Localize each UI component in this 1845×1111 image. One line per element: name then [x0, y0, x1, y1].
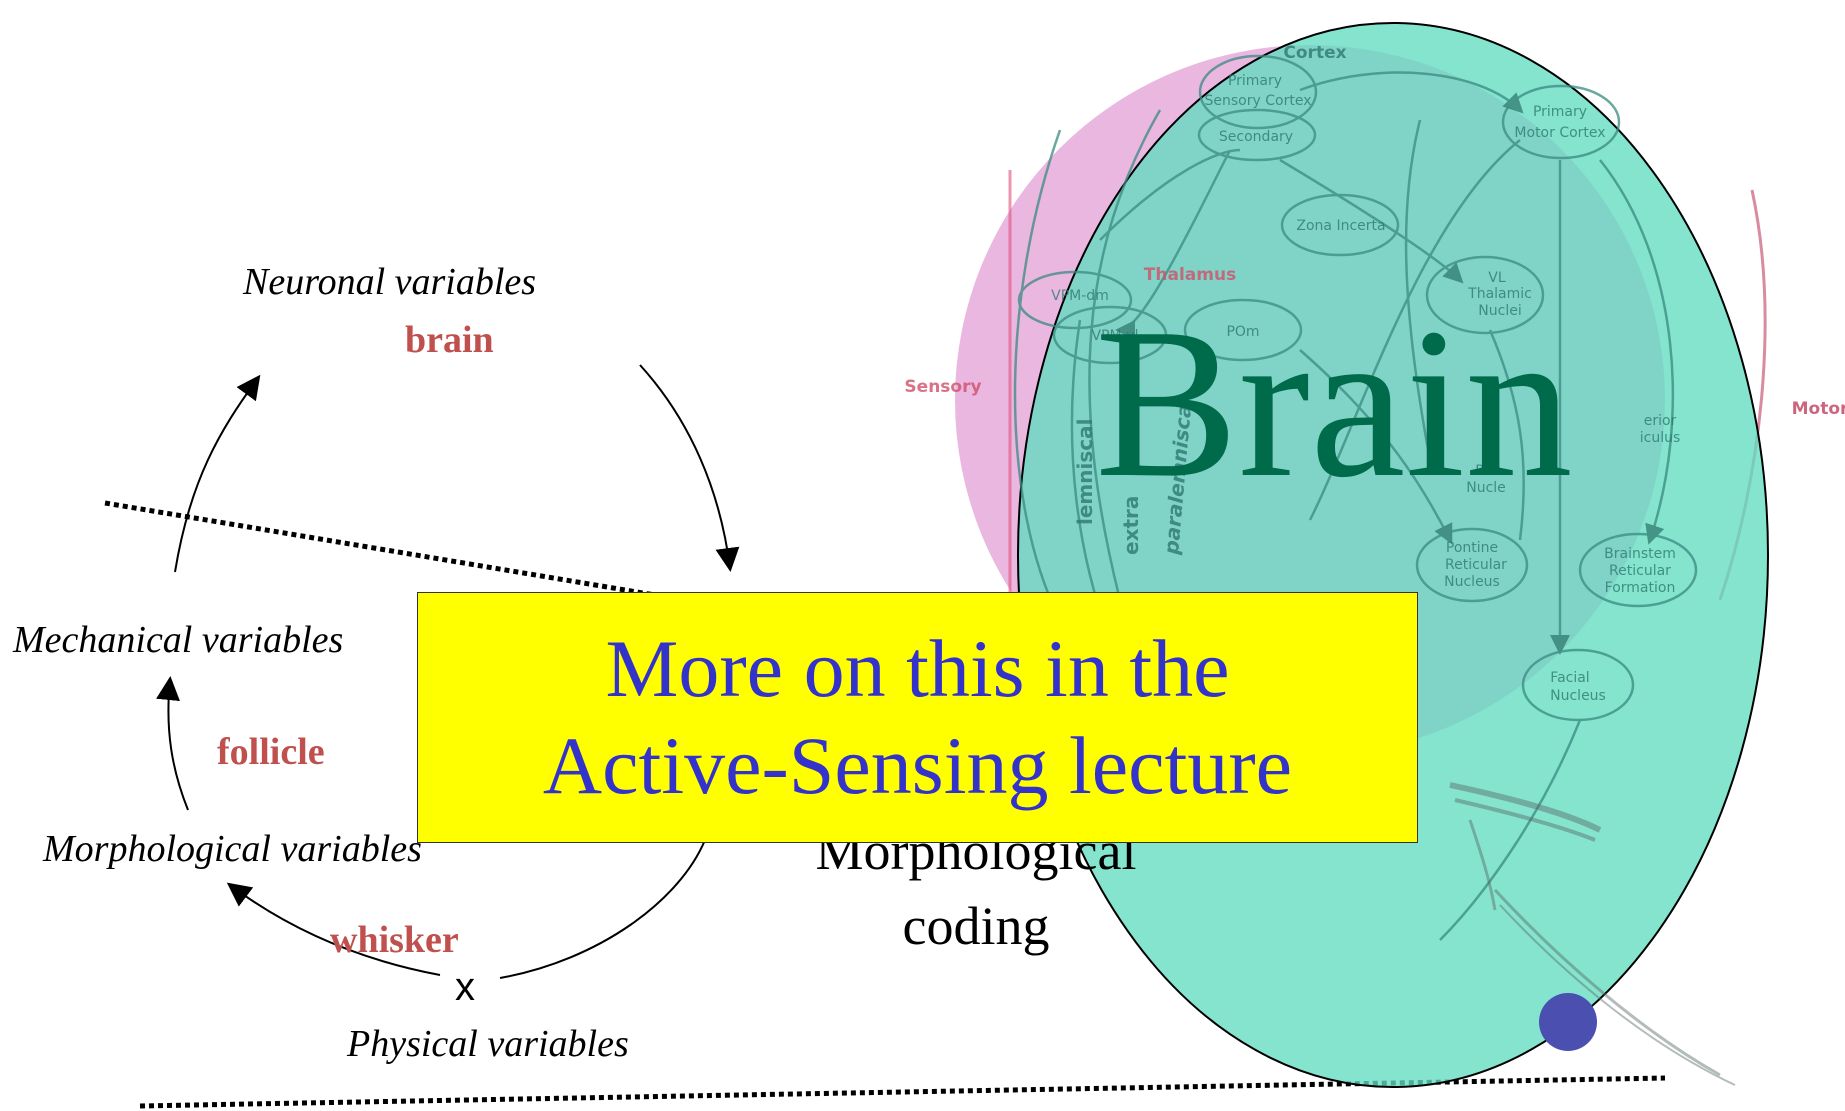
brain-title: Brain: [1095, 283, 1573, 522]
whisker-label: whisker: [330, 919, 459, 961]
node-secondary: [1197, 108, 1317, 162]
brain-label: brain: [405, 319, 494, 361]
node-primary-sensory: [1198, 54, 1318, 130]
label-vl-1: VL: [1488, 270, 1506, 286]
label-brainstem-1: Brainstem: [1604, 546, 1676, 562]
follicle-label: follicle: [217, 731, 325, 773]
whisker-sketch: [1449, 782, 1736, 1086]
node-pom: [1183, 298, 1303, 362]
node-zona-incerta: [1280, 193, 1400, 257]
label-secondary: Secondary: [1219, 129, 1293, 145]
diagram-sensory-label: Sensory: [904, 377, 981, 397]
label-brainstem-2: Reticular: [1609, 563, 1671, 579]
label-primary-motor-1: Primary: [1533, 104, 1587, 120]
neuronal-variables-label: Neuronal variables: [243, 261, 537, 303]
label-primary-sensory-2: Sensory Cortex: [1205, 93, 1312, 109]
label-superior-colliculus-2: iculus: [1640, 430, 1681, 446]
mechanical-variables-label: Mechanical variables: [13, 619, 344, 661]
label-facial-2: Nucleus: [1550, 688, 1606, 704]
arrow-physical-to-morphological: [226, 882, 441, 976]
node-pontine: [1415, 527, 1529, 603]
banner-line1: More on this in the: [605, 622, 1230, 714]
label-facial-1: Facial: [1550, 670, 1589, 686]
brain-circuit-labels: Cortex Sensory Motor Thalamus Primary Se…: [904, 43, 1845, 704]
arrow-morphological-to-mechanical: [156, 676, 189, 811]
lemniscal-label: lemniscal: [1073, 419, 1097, 525]
extralemniscal-label: extra: [1119, 496, 1143, 555]
node-brainstem: [1578, 532, 1698, 608]
morphological-coding-line2: coding: [902, 896, 1050, 956]
label-red-nucleus-1: Rec: [1475, 463, 1500, 479]
physical-variables-label: Physical variables: [347, 1023, 629, 1065]
active-sensing-banner: More on this in the Active-Sensing lectu…: [417, 592, 1418, 843]
x-mark: x: [455, 965, 475, 1009]
node-facial: [1521, 648, 1635, 722]
label-primary-sensory-1: Primary: [1228, 73, 1282, 89]
label-vpm-dm: VPM-dm: [1051, 288, 1109, 304]
label-pontine-1: Pontine: [1446, 540, 1498, 556]
label-pontine-3: Nucleus: [1444, 574, 1500, 590]
node-primary-motor: [1501, 84, 1621, 160]
diagram-motor-label: Motor: [1792, 399, 1845, 419]
label-vl-3: Nuclei: [1478, 303, 1521, 319]
label-superior-colliculus-1: erior: [1644, 413, 1677, 429]
banner-line2: Active-Sensing lecture: [542, 719, 1293, 811]
diagram-thalamus-label: Thalamus: [1144, 265, 1236, 285]
label-vl-2: Thalamic: [1467, 286, 1532, 302]
node-vl-thalamic: [1425, 255, 1545, 335]
label-red-nucleus-2: Nucle: [1466, 480, 1506, 496]
arrow-mechanical-to-neuronal: [174, 374, 261, 573]
morphological-variables-label: Morphological variables: [43, 828, 422, 870]
label-pom: POm: [1226, 324, 1259, 340]
brain-circuit-diagram: [1013, 54, 1698, 941]
label-pontine-2: Reticular: [1445, 557, 1507, 573]
upper-dotted-line: [104, 500, 656, 598]
node-vpm-dm: [1017, 270, 1133, 330]
blue-dot: [1539, 993, 1597, 1051]
label-vpm-vl: VPM-vl: [1092, 328, 1139, 344]
arrow-brain-to-right: [639, 364, 740, 572]
label-brainstem-3: Formation: [1605, 580, 1676, 596]
arc-lower-right: [499, 839, 706, 979]
node-vpm-vl: [1052, 305, 1168, 365]
label-zona-incerta: Zona Incerta: [1296, 218, 1385, 234]
label-primary-motor-2: Motor Cortex: [1514, 125, 1605, 141]
diagram-header: Cortex: [1283, 43, 1346, 63]
